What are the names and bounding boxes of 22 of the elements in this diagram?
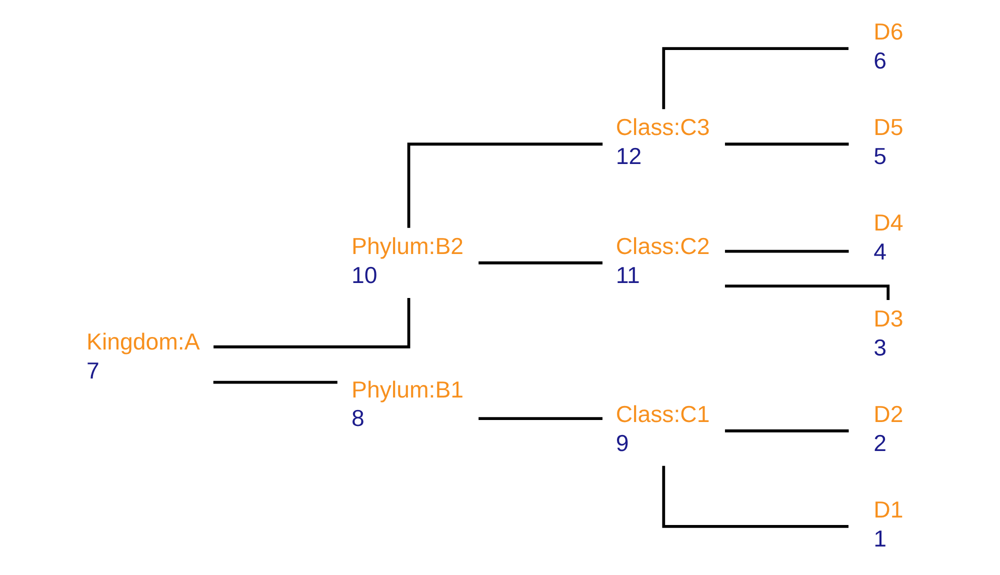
connector [213, 380, 338, 384]
node-text: D4 4 [874, 210, 904, 265]
node-text: D3 3 [874, 305, 904, 360]
node-text: D5 5 [874, 114, 904, 170]
connector [724, 142, 849, 146]
node-text: Kingdom:A 7 [86, 328, 200, 384]
node-text: D1 1 [874, 496, 904, 552]
node-text: D2 2 [874, 400, 904, 456]
node-text: D6 6 [874, 18, 904, 74]
node-text: Class:C3 12 [616, 114, 710, 170]
connector [214, 298, 410, 348]
connector [724, 250, 849, 253]
connector [478, 417, 602, 420]
connector [478, 261, 602, 264]
connector [662, 466, 848, 528]
node-text: Phylum:B2 10 [352, 232, 464, 288]
node-text: Class:C2 11 [616, 232, 710, 288]
connector [724, 429, 849, 432]
connector [662, 47, 848, 110]
node-text: Phylum:B1 8 [352, 376, 464, 432]
connector [407, 142, 603, 228]
node-text: Class:C1 9 [616, 400, 710, 456]
